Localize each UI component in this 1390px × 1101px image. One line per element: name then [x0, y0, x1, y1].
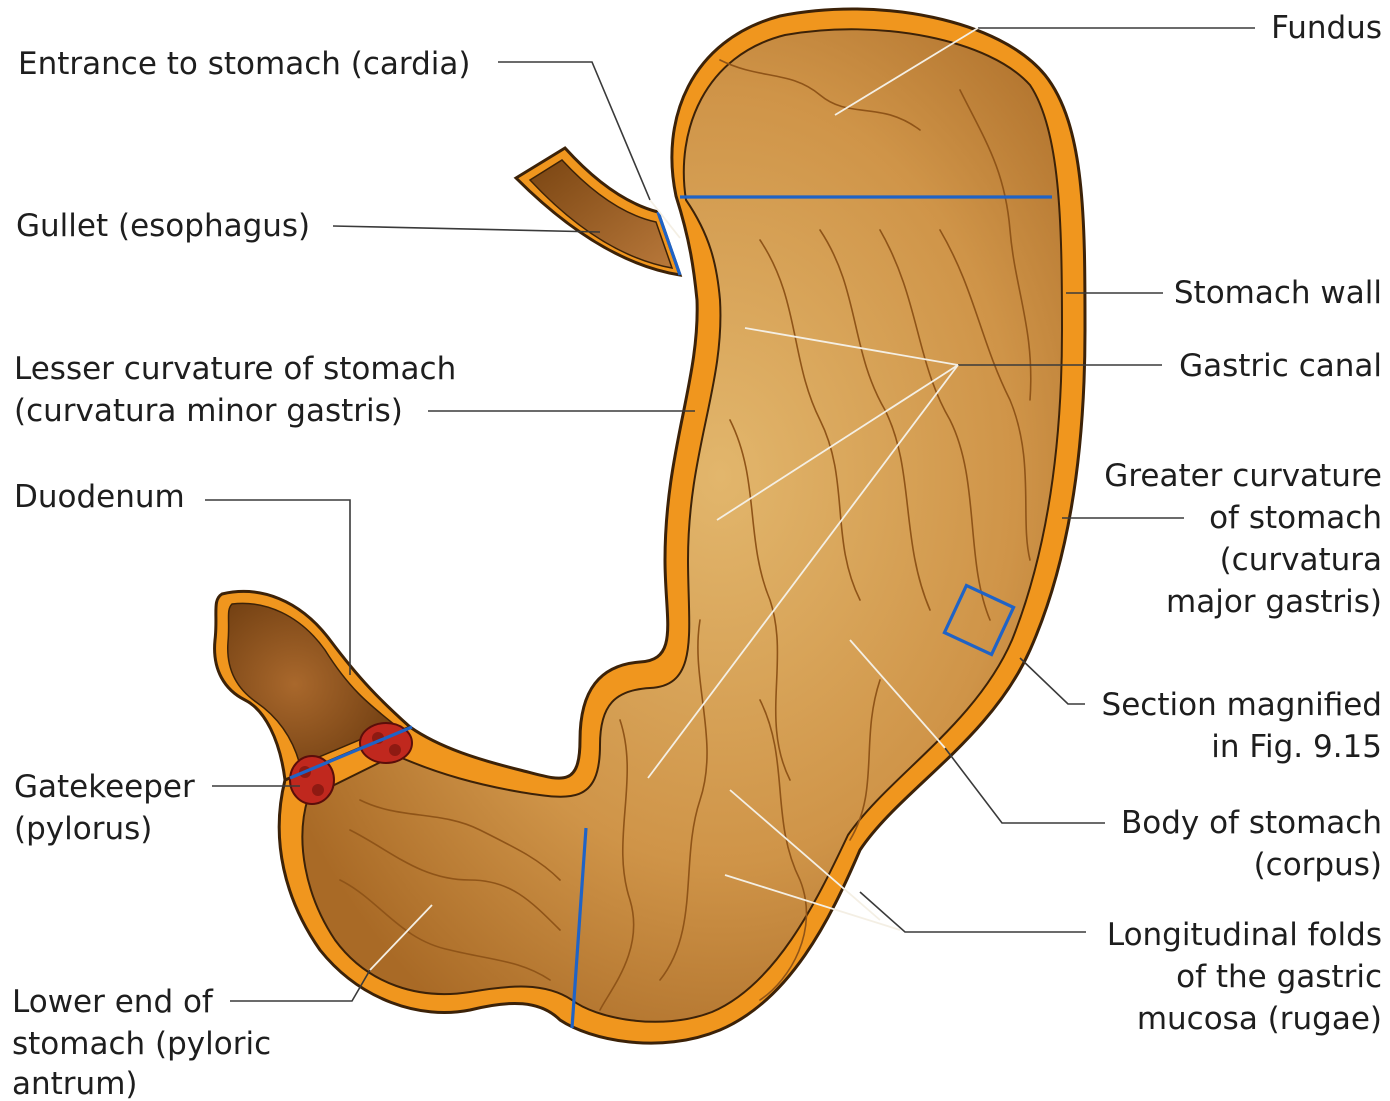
label-lesser-curvature: Lesser curvature of stomach	[14, 351, 456, 387]
label-greater-curvature-3: (curvatura	[1220, 542, 1382, 578]
label-lesser-curvature-latin: (curvatura minor gastris)	[14, 393, 403, 429]
label-gullet: Gullet (esophagus)	[16, 208, 310, 244]
label-section-magnified-1: Section magnified	[1102, 687, 1382, 723]
label-longitudinal-folds-3: mucosa (rugae)	[1137, 1001, 1382, 1037]
label-pylorus: (pylorus)	[14, 811, 152, 847]
label-gastric-canal: Gastric canal	[1179, 348, 1382, 384]
label-greater-curvature-4: major gastris)	[1166, 584, 1382, 620]
label-fundus: Fundus	[1271, 10, 1382, 46]
label-duodenum: Duodenum	[14, 479, 185, 515]
label-longitudinal-folds-1: Longitudinal folds	[1107, 917, 1382, 953]
label-greater-curvature-2: of stomach	[1209, 500, 1382, 536]
label-gatekeeper: Gatekeeper	[14, 769, 195, 805]
esophagus	[516, 148, 680, 275]
label-cardia: Entrance to stomach (cardia)	[18, 46, 470, 82]
label-longitudinal-folds-2: of the gastric	[1176, 959, 1382, 995]
label-section-magnified-2: in Fig. 9.15	[1211, 729, 1382, 765]
label-pyloric-antrum-1: Lower end of	[12, 984, 214, 1020]
label-stomach-wall: Stomach wall	[1174, 275, 1382, 311]
label-corpus: (corpus)	[1254, 847, 1382, 883]
label-pyloric-antrum-2: stomach (pyloric	[12, 1026, 271, 1062]
label-pyloric-antrum-3: antrum)	[12, 1066, 137, 1101]
label-body-of-stomach: Body of stomach	[1121, 805, 1382, 841]
label-greater-curvature-1: Greater curvature	[1104, 458, 1382, 494]
